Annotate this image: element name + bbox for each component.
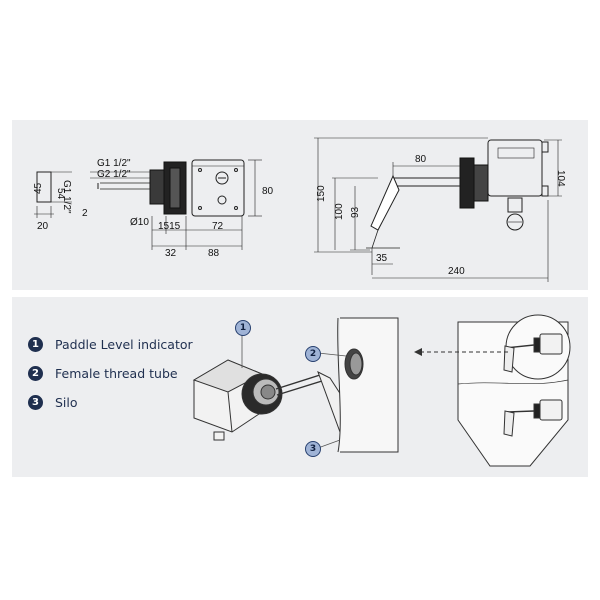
- dim-g1: G1 1/2": [97, 158, 131, 169]
- legend-number: 2: [28, 366, 43, 381]
- dim-r104: 104: [555, 170, 566, 187]
- dim-g2: G2 1/2": [97, 169, 131, 180]
- legend-label: Female thread tube: [55, 366, 178, 381]
- dimension-drawing-panel: [12, 120, 588, 290]
- legend-label: Silo: [55, 395, 78, 410]
- callout-2: 2: [305, 346, 321, 362]
- legend-number: 1: [28, 337, 43, 352]
- dim-1515: 1515: [158, 221, 181, 232]
- dim-80: 80: [262, 186, 274, 197]
- dim-72: 72: [212, 221, 224, 232]
- dim-r100: 100: [334, 203, 345, 220]
- dim-88: 88: [208, 248, 220, 259]
- dim-54: 54: [55, 188, 66, 200]
- dim-20: 20: [37, 221, 49, 232]
- dim-g1-small: G1 1/2": [61, 180, 72, 214]
- end-view-rect: [36, 171, 52, 203]
- dim-r93: 93: [350, 206, 361, 218]
- dim-r80: 80: [415, 154, 427, 165]
- legend-number: 3: [28, 395, 43, 410]
- legend-item: 2 Female thread tube: [28, 359, 193, 388]
- legend-item: 3 Silo: [28, 388, 193, 417]
- dim-r35: 35: [376, 253, 388, 264]
- legend: 1 Paddle Level indicator 2 Female thread…: [28, 330, 193, 417]
- legend-item: 1 Paddle Level indicator: [28, 330, 193, 359]
- dim-r150: 150: [316, 185, 327, 202]
- dim-45: 45: [33, 182, 44, 194]
- legend-label: Paddle Level indicator: [55, 337, 193, 352]
- dim-r240: 240: [448, 266, 465, 277]
- dim-2: 2: [82, 208, 88, 219]
- callout-3: 3: [305, 441, 321, 457]
- callout-1: 1: [235, 320, 251, 336]
- dim-10: Ø10: [130, 217, 149, 228]
- dim-32: 32: [165, 248, 177, 259]
